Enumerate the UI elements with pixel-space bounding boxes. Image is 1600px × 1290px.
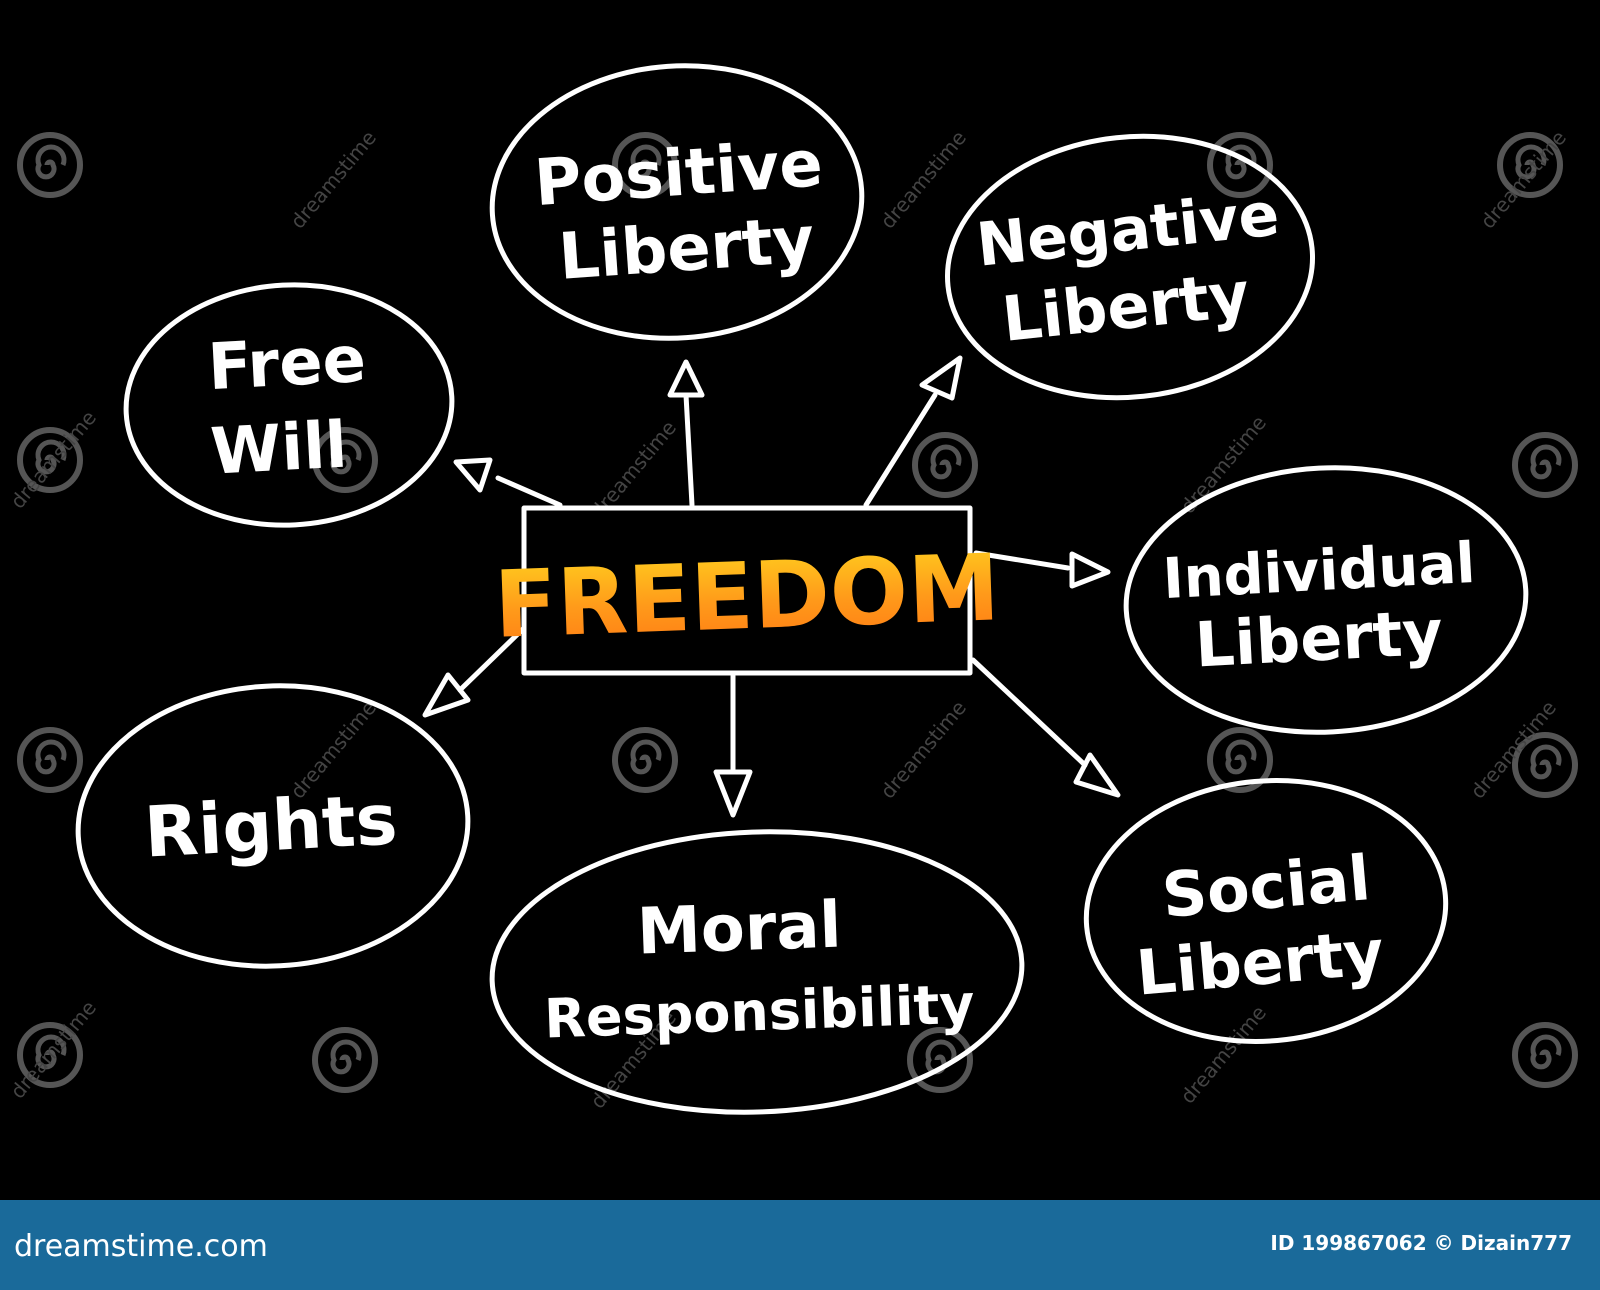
connector-rights xyxy=(457,624,528,693)
watermark-spiral-icon xyxy=(1515,435,1575,495)
watermark-text: dreamstime xyxy=(1175,1001,1271,1108)
ellipse-social-liberty xyxy=(1083,778,1449,1044)
arrowhead-negative-liberty xyxy=(919,355,963,401)
footer-logo: dreamstime.com xyxy=(14,1229,268,1264)
arrowhead-rights xyxy=(422,672,471,718)
label-social-liberty-1: Social xyxy=(1159,841,1373,932)
watermark-text: dreamstime xyxy=(875,126,971,233)
connector-individual-liberty xyxy=(973,550,1071,571)
stock-footer-bar: dreamstime.com ID 199867062 © Dizain777 xyxy=(0,1200,1600,1290)
label-moral-responsibility-1: Moral xyxy=(636,888,843,969)
connectors xyxy=(422,355,1121,818)
label-free-will-2: Will xyxy=(209,409,349,490)
ellipse-positive-liberty xyxy=(489,63,865,341)
arrowhead-individual-liberty xyxy=(1069,551,1111,589)
watermark-text: dreamstime xyxy=(1175,411,1271,518)
arrowhead-moral-responsibility xyxy=(713,769,753,818)
watermark-text: dreamstime xyxy=(875,696,971,803)
center-box xyxy=(521,505,973,676)
ellipse-individual-liberty xyxy=(1123,465,1529,735)
ellipse-negative-liberty xyxy=(944,133,1316,401)
watermark-spiral-icon xyxy=(1515,1025,1575,1085)
watermark-spiral-icon xyxy=(915,435,975,495)
connector-free-will xyxy=(495,475,563,508)
center-label: FREEDOM xyxy=(492,534,1001,659)
ellipse-moral-responsibility xyxy=(489,829,1025,1115)
label-rights: Rights xyxy=(142,778,399,873)
node-outlines xyxy=(75,63,1529,1115)
watermark-spiral-icon xyxy=(20,730,80,790)
watermark-spiral-icon xyxy=(615,730,675,790)
ellipse-free-will xyxy=(123,282,455,528)
watermark-text: dreamstime xyxy=(285,126,381,233)
node-labels: Positive Liberty Negative Liberty Free W… xyxy=(142,127,1477,1050)
mind-map-diagram: dreamstime dreamstime dreamstime dreamstime… xyxy=(5,63,1600,1115)
connector-negative-liberty xyxy=(863,392,938,508)
connector-positive-liberty xyxy=(683,392,695,508)
footer-background xyxy=(0,1200,1600,1290)
arrowhead-positive-liberty xyxy=(667,359,705,398)
label-individual-liberty-2: Liberty xyxy=(1193,596,1444,682)
arrowhead-social-liberty xyxy=(1073,752,1121,798)
footer-image-id: ID 199867062 © Dizain777 xyxy=(1270,1231,1572,1255)
arrowhead-free-will xyxy=(453,457,493,493)
label-free-will-1: Free xyxy=(206,323,368,405)
watermark-spiral-icon xyxy=(20,135,80,195)
ellipse-rights xyxy=(75,683,471,969)
connector-social-liberty xyxy=(970,657,1088,768)
label-moral-responsibility-2: Responsibility xyxy=(543,973,975,1051)
label-positive-liberty-2: Liberty xyxy=(556,203,816,295)
watermark-spiral-icon xyxy=(315,1030,375,1090)
